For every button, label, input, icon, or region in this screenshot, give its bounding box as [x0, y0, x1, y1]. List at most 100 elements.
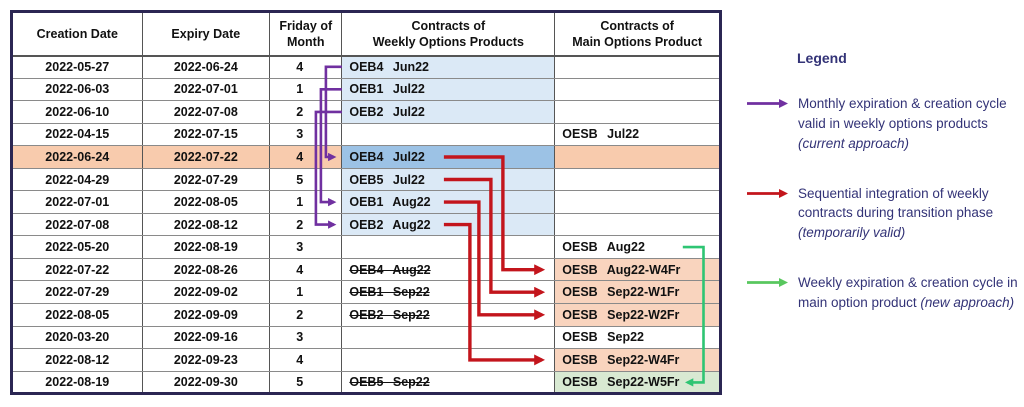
column-header: Friday of Month: [269, 11, 343, 57]
weekly-contract-label: OEB5 Sep22: [349, 374, 430, 389]
expiry-date-cell: 2022-07-29: [141, 167, 271, 192]
legend-red-arrow-icon: [747, 188, 788, 198]
legend-item: Weekly expiration & creation cycle in ma…: [746, 273, 1024, 313]
expiry-date-cell: 2022-07-08: [141, 100, 271, 124]
creation-date-cell: 2022-06-10: [11, 100, 143, 124]
weekly-contract-cell: OEB5 Jul22: [341, 167, 556, 192]
weekly-contract-cell: OEB4 Jun22: [341, 55, 556, 79]
weekly-contract-cell: OEB1 Jul22: [341, 77, 556, 102]
creation-date-cell: 2022-05-20: [11, 235, 143, 259]
main-contract-cell: [554, 55, 721, 79]
friday-of-month-cell: 5: [269, 167, 343, 192]
weekly-contract-cell: OEB2 Aug22: [341, 212, 556, 237]
friday-of-month-cell: 2: [269, 303, 343, 327]
creation-date-cell: 2022-08-19: [11, 370, 143, 395]
weekly-contract-label: OEB4 Aug22: [349, 262, 431, 277]
legend-title: Legend: [797, 50, 847, 66]
main-contract-cell: OESB Sep22: [554, 325, 721, 350]
creation-date-cell: 2022-06-03: [11, 77, 143, 102]
main-contract-cell: OESB Sep22-W1Fr: [554, 280, 721, 305]
expiry-date-cell: 2022-08-05: [141, 190, 271, 214]
expiry-date-cell: 2022-08-19: [141, 235, 271, 259]
creation-date-cell: 2022-07-08: [11, 212, 143, 237]
expiry-date-cell: 2022-09-16: [141, 325, 271, 350]
friday-of-month-cell: 2: [269, 212, 343, 237]
friday-of-month-cell: 4: [269, 55, 343, 79]
weekly-contract-cell: OEB1 Sep22: [341, 280, 556, 305]
main-contract-cell: OESB Sep22-W2Fr: [554, 303, 721, 327]
friday-of-month-cell: 4: [269, 145, 343, 169]
column-header: Contracts of Weekly Options Products: [341, 11, 556, 57]
expiry-date-cell: 2022-08-12: [141, 212, 271, 237]
creation-date-cell: 2022-08-05: [11, 303, 143, 327]
expiry-date-cell: 2022-09-09: [141, 303, 271, 327]
friday-of-month-cell: 3: [269, 325, 343, 350]
weekly-contract-label: OEB5 Jul22: [349, 172, 425, 187]
weekly-contract-label: OEB2 Aug22: [349, 217, 431, 232]
main-contract-cell: [554, 77, 721, 102]
friday-of-month-cell: 2: [269, 100, 343, 124]
weekly-contract-cell: [341, 122, 556, 147]
expiry-date-cell: 2022-09-30: [141, 370, 271, 395]
weekly-contract-cell: [341, 348, 556, 372]
legend-green-arrow-icon: [747, 278, 788, 288]
weekly-contract-label: OEB1 Jul22: [349, 82, 425, 97]
legend-item: Monthly expiration & creation cycle vali…: [746, 94, 1024, 154]
main-contract-cell: OESB Aug22-W4Fr: [554, 257, 721, 282]
weekly-contract-label: OEB4 Jun22: [349, 60, 430, 75]
expiry-date-cell: 2022-06-24: [141, 55, 271, 79]
creation-date-cell: 2022-06-24: [11, 145, 143, 169]
weekly-contract-label: OEB2 Sep22: [349, 307, 430, 322]
main-contract-cell: [554, 190, 721, 214]
main-contract-cell: [554, 145, 721, 169]
friday-of-month-cell: 5: [269, 370, 343, 395]
main-contract-cell: [554, 212, 721, 237]
main-contract-cell: OESB Sep22-W4Fr: [554, 348, 721, 372]
creation-date-cell: 2022-07-29: [11, 280, 143, 305]
legend: Legend Monthly expiration & creation cyc…: [746, 50, 1024, 343]
expiry-date-cell: 2022-07-15: [141, 122, 271, 147]
column-header: Expiry Date: [141, 11, 271, 57]
legend-item-text: Weekly expiration & creation cycle in ma…: [798, 275, 1018, 310]
creation-date-cell: 2022-04-15: [11, 122, 143, 147]
creation-date-cell: 2022-07-01: [11, 190, 143, 214]
expiry-date-cell: 2022-08-26: [141, 257, 271, 282]
friday-of-month-cell: 3: [269, 235, 343, 259]
legend-item-text: Monthly expiration & creation cycle vali…: [798, 96, 1007, 151]
legend-item: Sequential integration of weekly contrac…: [746, 184, 1024, 244]
friday-of-month-cell: 4: [269, 348, 343, 372]
column-header: Contracts of Main Options Product: [554, 11, 721, 57]
creation-date-cell: 2022-08-12: [11, 348, 143, 372]
weekly-contract-cell: OEB1 Aug22: [341, 190, 556, 214]
main-contract-cell: OESB Sep22-W5Fr: [554, 370, 721, 395]
creation-date-cell: 2022-05-27: [11, 55, 143, 79]
weekly-contract-label: OEB4 Jul22: [349, 149, 425, 164]
expiry-date-cell: 2022-09-23: [141, 348, 271, 372]
column-header: Creation Date: [11, 11, 143, 57]
weekly-contract-cell: [341, 235, 556, 259]
weekly-contract-label: OEB1 Aug22: [349, 195, 431, 210]
weekly-contract-cell: [341, 325, 556, 350]
creation-date-cell: 2022-07-22: [11, 257, 143, 282]
weekly-contract-cell: OEB4 Aug22: [341, 257, 556, 282]
weekly-contract-label: OEB2 Jul22: [349, 104, 425, 119]
friday-of-month-cell: 3: [269, 122, 343, 147]
legend-items: Monthly expiration & creation cycle vali…: [746, 94, 1024, 313]
expiry-date-cell: 2022-09-02: [141, 280, 271, 305]
creation-date-cell: 2022-04-29: [11, 167, 143, 192]
